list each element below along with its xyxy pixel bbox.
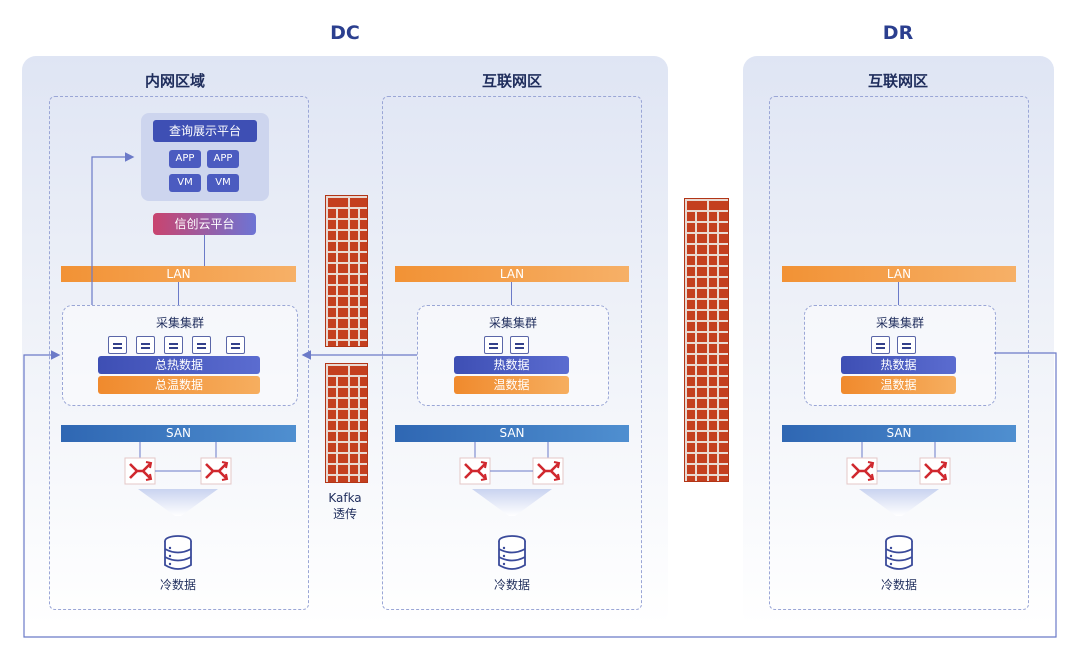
server-icon bbox=[897, 336, 916, 354]
switch-icon bbox=[918, 456, 952, 486]
connector-line bbox=[898, 282, 899, 305]
hot-data-label: 热数据 bbox=[454, 356, 569, 374]
database-icon bbox=[498, 535, 526, 570]
collection-cluster: 采集集群 总热数据 总温数据 bbox=[62, 305, 298, 406]
connector-line bbox=[91, 152, 135, 305]
switch-icon bbox=[845, 456, 879, 486]
warm-data-label: 总温数据 bbox=[98, 376, 260, 394]
server-icon bbox=[484, 336, 503, 354]
dr-internet-zone-title: 互联网区 bbox=[867, 72, 928, 90]
connector-line bbox=[511, 282, 512, 305]
cluster-title: 采集集群 bbox=[155, 316, 204, 330]
server-icon bbox=[226, 336, 245, 354]
query-platform-title: 查询展示平台 bbox=[153, 120, 257, 142]
kafka-passthrough-label: Kafka 透传 bbox=[315, 490, 375, 522]
cold-data-label: 冷数据 bbox=[493, 578, 530, 592]
server-icon bbox=[108, 336, 127, 354]
firewall-dr bbox=[684, 198, 729, 482]
cold-data-label: 冷数据 bbox=[159, 578, 196, 592]
flow-arrow bbox=[23, 350, 1057, 638]
switch-icon bbox=[458, 456, 492, 486]
san-bar: SAN bbox=[782, 425, 1016, 442]
database-icon bbox=[164, 535, 192, 570]
san-group-dc-internet bbox=[458, 442, 565, 570]
server-icon bbox=[192, 336, 211, 354]
firewall-lower bbox=[325, 363, 368, 483]
warm-data-label: 温数据 bbox=[841, 376, 956, 394]
switch-icon bbox=[123, 456, 157, 486]
app-chip: APP bbox=[207, 150, 239, 168]
switch-icon bbox=[199, 456, 233, 486]
collection-cluster: 采集集群 热数据 温数据 bbox=[804, 305, 996, 406]
lan-bar: LAN bbox=[61, 266, 296, 282]
intranet-zone-title: 内网区域 bbox=[144, 72, 205, 90]
cold-data-label: 冷数据 bbox=[880, 578, 917, 592]
passthrough-label: 透传 bbox=[332, 507, 357, 521]
query-platform-panel: 查询展示平台 APP APP VM VM bbox=[141, 113, 269, 201]
san-bar: SAN bbox=[395, 425, 629, 442]
hot-data-label: 总热数据 bbox=[98, 356, 260, 374]
app-chip: APP bbox=[169, 150, 201, 168]
server-icon bbox=[510, 336, 529, 354]
lan-bar: LAN bbox=[395, 266, 629, 282]
san-bar: SAN bbox=[61, 425, 296, 442]
dc-internet-zone-title: 互联网区 bbox=[481, 72, 542, 90]
collection-cluster: 采集集群 热数据 温数据 bbox=[417, 305, 609, 406]
connector-line bbox=[204, 235, 205, 266]
hot-data-label: 热数据 bbox=[841, 356, 956, 374]
server-icon bbox=[871, 336, 890, 354]
vm-chip: VM bbox=[169, 174, 201, 192]
database-icon bbox=[885, 535, 913, 570]
dr-site-title: DR bbox=[882, 22, 914, 44]
san-group-intranet bbox=[123, 442, 233, 570]
lan-bar: LAN bbox=[782, 266, 1016, 282]
san-group-dr bbox=[845, 442, 952, 570]
cluster-title: 采集集群 bbox=[875, 316, 924, 330]
firewall-upper bbox=[325, 195, 368, 347]
kafka-label: Kafka bbox=[328, 491, 362, 505]
server-icon bbox=[164, 336, 183, 354]
dc-site-title: DC bbox=[330, 22, 360, 44]
vm-chip: VM bbox=[207, 174, 239, 192]
cluster-title: 采集集群 bbox=[488, 316, 537, 330]
server-icon bbox=[136, 336, 155, 354]
switch-icon bbox=[531, 456, 565, 486]
warm-data-label: 温数据 bbox=[454, 376, 569, 394]
connector-line bbox=[178, 282, 179, 305]
xinchuang-cloud-platform: 信创云平台 bbox=[153, 213, 256, 235]
dc-internet-zone bbox=[382, 96, 642, 610]
